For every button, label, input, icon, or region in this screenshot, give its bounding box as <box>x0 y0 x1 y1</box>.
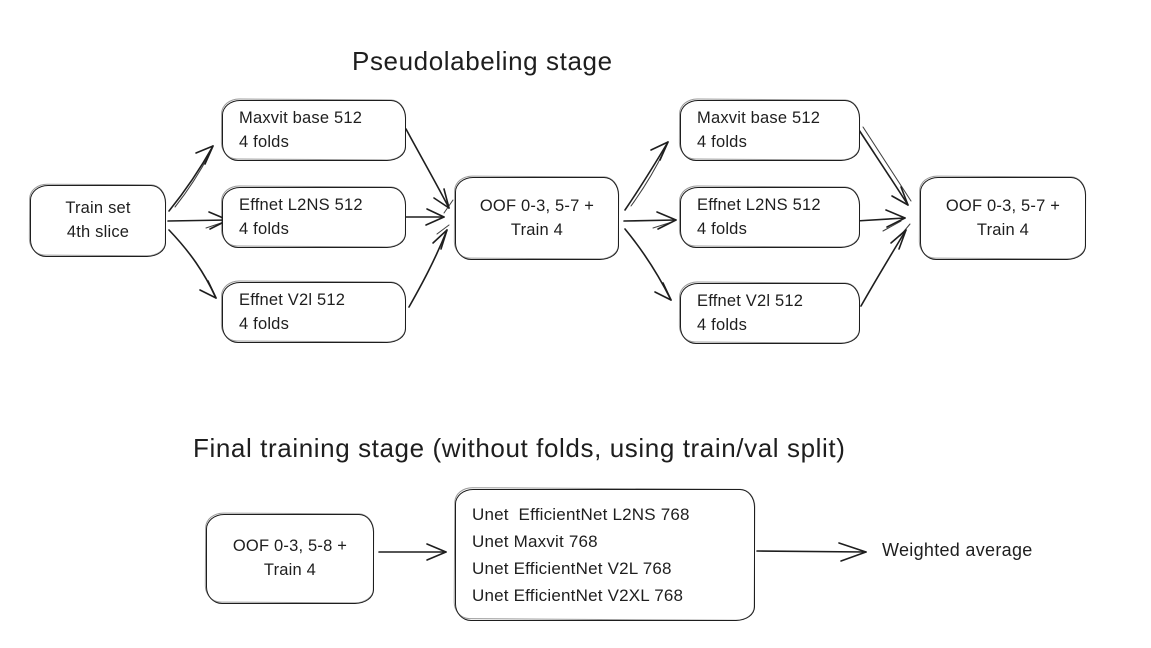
maxvit-box-2: Maxvit base 512 4 folds <box>680 100 860 161</box>
arrowhead <box>199 280 217 299</box>
train-set-line2: 4th slice <box>66 223 130 241</box>
arrowhead <box>433 188 450 209</box>
arrowhead-sketch <box>899 223 911 237</box>
arrowhead-sketch <box>436 199 454 235</box>
maxvit-box-1: Maxvit base 512 4 folds <box>222 100 406 161</box>
arrow-l2ns2-to-oof2 <box>855 217 906 222</box>
oof-2-line1: OOF 0-3, 5-7 + <box>945 196 1061 215</box>
arrowhead <box>432 229 448 250</box>
unet-model-line: Unet EfficientNet L2NS 768 <box>472 505 690 524</box>
arrowhead <box>656 211 677 230</box>
maxvit-1-line2: 4 folds <box>239 132 290 151</box>
arrowhead-sketch <box>652 221 673 229</box>
oof-1-line1: OOF 0-3, 5-7 + <box>479 196 595 215</box>
arrow-oof1-to-maxvit-2 <box>624 141 669 211</box>
train-set-box: Train set 4th slice <box>30 185 166 257</box>
effnet-v2l-1-line2: 4 folds <box>239 314 290 333</box>
effnet-l2ns-1-line2: 4 folds <box>239 219 290 238</box>
oof-final-line2: Train 4 <box>263 561 317 579</box>
arrowhead <box>890 229 907 250</box>
oof-final-line1: OOF 0-3, 5-8 + <box>232 537 348 556</box>
maxvit-2-line2: 4 folds <box>697 132 748 151</box>
effnet-v2l-box-1: Effnet V2l 512 4 folds <box>222 282 406 343</box>
unet-model-line: Unet EfficientNet V2L 768 <box>472 559 672 578</box>
effnet-l2ns-2-line2: 4 folds <box>697 219 748 238</box>
arrowhead <box>891 186 909 206</box>
arrowhead <box>650 141 669 161</box>
effnet-l2ns-box-2: Effnet L2NS 512 4 folds <box>680 187 860 248</box>
arrow-maxvit2-to-oof2 <box>858 129 909 206</box>
arrowhead <box>425 208 445 226</box>
arrow-models-to-weighted <box>756 550 867 553</box>
unet-models-box: Unet EfficientNet L2NS 768 Unet Maxvit 7… <box>455 489 755 621</box>
arrowhead-sketch <box>205 221 225 229</box>
arrow-oof1-to-maxvit-2-sketch <box>630 150 665 207</box>
arrow-maxvit1-to-oof1 <box>405 128 450 209</box>
arrowhead <box>195 145 214 165</box>
arrow-oof1-to-l2ns-2 <box>623 219 677 222</box>
arrowhead <box>885 209 906 228</box>
arrow-v2l2-to-oof2 <box>860 229 907 307</box>
effnet-l2ns-box-1: Effnet L2NS 512 4 folds <box>222 187 406 248</box>
maxvit-2-line1: Maxvit base 512 <box>697 108 821 127</box>
arrowhead <box>838 542 867 562</box>
weighted-average-label: Weighted average <box>882 540 1033 560</box>
arrow-maxvit2-to-oof2-sketch <box>862 126 912 202</box>
unet-model-line: Unet EfficientNet V2XL 768 <box>472 586 684 605</box>
effnet-v2l-1-line1: Effnet V2l 512 <box>239 290 346 309</box>
oof-1-line2: Train 4 <box>510 220 564 239</box>
oof-final-box: OOF 0-3, 5-8 + Train 4 <box>206 514 374 604</box>
arrow-v2l1-to-oof1 <box>408 229 448 308</box>
arrowhead <box>654 282 672 301</box>
effnet-l2ns-1-line1: Effnet L2NS 512 <box>239 195 363 214</box>
pseudolabeling-stage-title: Pseudolabeling stage <box>352 46 613 76</box>
effnet-v2l-2-line2: 4 folds <box>697 315 748 334</box>
arrow-train-to-maxvit-1 <box>168 145 214 212</box>
arrow-train-to-v2l-1 <box>168 229 217 299</box>
arrow-train-to-l2ns-1 <box>167 219 229 222</box>
train-set-line1: Train set <box>65 199 131 218</box>
effnet-l2ns-2-line1: Effnet L2NS 512 <box>697 195 821 214</box>
maxvit-1-line1: Maxvit base 512 <box>239 108 363 127</box>
oof-2-line2: Train 4 <box>976 220 1030 239</box>
arrow-oof1-to-v2l-2 <box>624 228 672 301</box>
arrowhead <box>426 543 447 561</box>
effnet-v2l-box-2: Effnet V2l 512 4 folds <box>680 283 860 344</box>
unet-model-line: Unet Maxvit 768 <box>472 532 598 551</box>
arrowhead-sketch <box>882 220 902 232</box>
oof-box-2: OOF 0-3, 5-7 + Train 4 <box>920 177 1086 260</box>
effnet-v2l-2-line1: Effnet V2l 512 <box>697 291 804 310</box>
final-training-stage-title: Final training stage (without folds, usi… <box>193 433 846 463</box>
oof-box-1: OOF 0-3, 5-7 + Train 4 <box>455 177 619 260</box>
